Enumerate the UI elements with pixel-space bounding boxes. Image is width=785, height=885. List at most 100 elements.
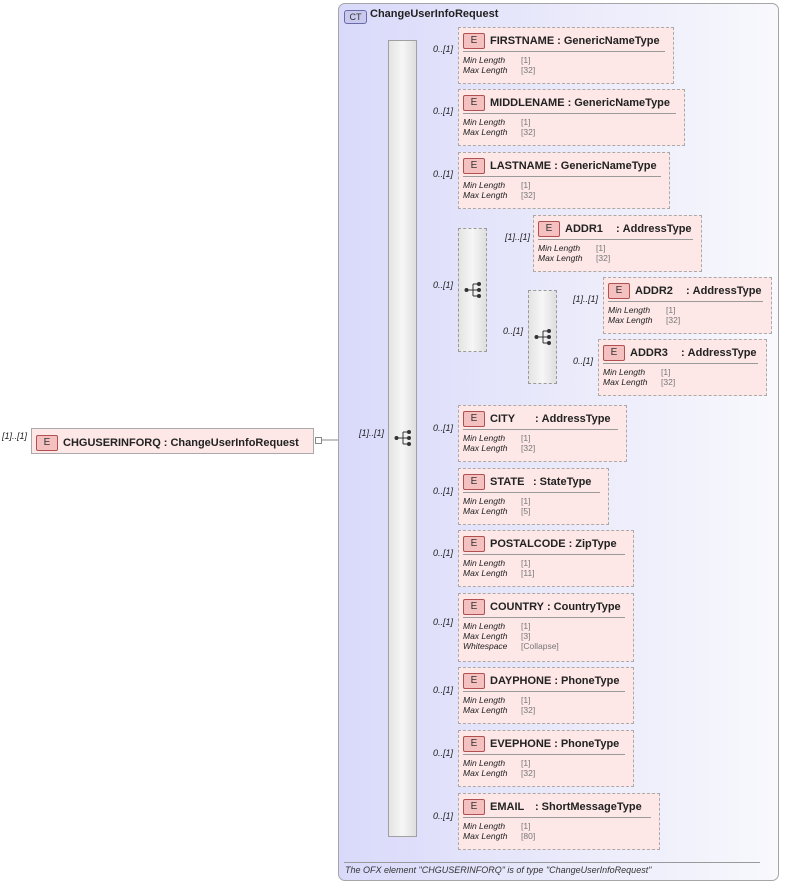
collapse-toggle-icon[interactable] [315, 437, 322, 444]
sequence-cardinality: [1]..[1] [359, 428, 385, 438]
element-name: ADDR1 [565, 222, 603, 235]
element-badge-icon: E [36, 434, 58, 451]
facet-list: Min Length[1]Max Length[11] [463, 558, 535, 578]
element-name: ADDR2 [635, 284, 673, 297]
element-name: DAYPHONE [490, 674, 552, 687]
facet-label-max: Max Length [538, 253, 583, 263]
element-divider [463, 429, 618, 430]
facet-list: Min Length[1]Max Length[3]Whitespace[Col… [463, 621, 559, 651]
facet-list: Min Length [1] Max Length [32] [608, 305, 680, 325]
type-separator: : [568, 537, 573, 550]
element-type: StateType [539, 475, 592, 488]
postalcode-cardinality: 0..[1] [433, 548, 454, 558]
firstname-cardinality: 0..[1] [433, 44, 454, 54]
type-separator: : [686, 284, 690, 297]
facet-value-max: [80] [521, 831, 536, 841]
facet-value-min: [1] [666, 305, 676, 315]
facet-label-max: Max Length [608, 315, 653, 325]
element-divider [538, 239, 693, 240]
facet-label-min: Min Length [463, 695, 506, 705]
country-cardinality: 0..[1] [433, 617, 454, 627]
element-name: EVEPHONE [490, 737, 552, 750]
sequence-compositor-icon [534, 329, 552, 345]
facet-value-max: [32] [521, 127, 536, 137]
facet-label-max: Max Length [463, 443, 508, 453]
addr-sub-seq-cardinality: 0..[1] [503, 326, 524, 336]
facet-label-min: Min Length [463, 55, 506, 65]
facet-label-min: Min Length [463, 621, 506, 631]
facet-label-max: Max Length [463, 768, 508, 778]
element-name: POSTALCODE [490, 537, 566, 550]
element-type: AddressType [692, 284, 762, 297]
facet-value-max: [32] [661, 377, 676, 387]
facet-label-min: Min Length [608, 305, 651, 315]
element-type: AddressType [622, 222, 692, 235]
type-separator: : [554, 159, 558, 172]
element-name: STATE [490, 475, 525, 488]
element-badge-icon: E [463, 94, 485, 111]
element-type: GenericNameType [574, 96, 671, 109]
lastname-cardinality: 0..[1] [433, 169, 454, 179]
city-cardinality: 0..[1] [433, 423, 454, 433]
element-name: MIDDLENAME [490, 96, 565, 109]
element-name: LASTNAME [490, 159, 552, 172]
sequence-compositor-icon [464, 282, 482, 298]
type-separator: : [557, 34, 561, 47]
facet-label-max: Max Length [463, 506, 508, 516]
element-divider [463, 113, 676, 114]
element-name: ADDR3 [630, 346, 668, 359]
facet-label-max: Max Length [603, 377, 648, 387]
facet-list: Min Length[1]Max Length[32] [463, 180, 535, 200]
root-cardinality: [1]..[1] [2, 431, 28, 441]
element-badge-icon: E [463, 32, 485, 49]
element-divider [463, 617, 625, 618]
facet-value-max: [32] [666, 315, 681, 325]
type-separator: : [535, 412, 539, 425]
facet-value-max: [32] [596, 253, 611, 263]
facet-value-max: [32] [521, 768, 536, 778]
facet-label-min: Min Length [463, 117, 506, 127]
facet-value-max: [32] [521, 443, 536, 453]
element-badge-icon: E [463, 735, 485, 752]
facet-value-min: [1] [521, 180, 531, 190]
type-separator: : [546, 600, 551, 613]
facet-list: Min Length[1]Max Length[32] [463, 695, 535, 715]
state-cardinality: 0..[1] [433, 486, 454, 496]
facet-list: Min Length[1]Max Length[32] [463, 433, 535, 453]
element-badge-icon: E [463, 473, 485, 490]
facet-value-max: [32] [521, 705, 536, 715]
dayphone-cardinality: 0..[1] [433, 685, 454, 695]
element-divider [463, 176, 661, 177]
choice-addr-seq[interactable] [458, 228, 487, 352]
element-badge-icon: E [463, 598, 485, 615]
facet-label-max: Max Length [463, 190, 508, 200]
facet-label-min: Min Length [538, 243, 581, 253]
element-type: AddressType [687, 346, 757, 359]
element-divider [463, 554, 625, 555]
facet-value-max: [11] [521, 568, 535, 578]
facet-value-max: [32] [521, 190, 536, 200]
root-element-name: CHGUSERINFORQ [63, 436, 161, 449]
facet-value-min: [1] [521, 821, 531, 831]
addr3-cardinality: 0..[1] [573, 356, 594, 366]
element-type: PhoneType [560, 737, 620, 750]
facet-list: Min Length[1]Max Length[32] [463, 117, 535, 137]
facet-value-whitespace: [Collapse] [521, 641, 559, 651]
root-element-type: ChangeUserInfoRequest [170, 436, 299, 449]
facet-label-max: Max Length [463, 127, 508, 137]
type-separator: : [535, 800, 539, 813]
